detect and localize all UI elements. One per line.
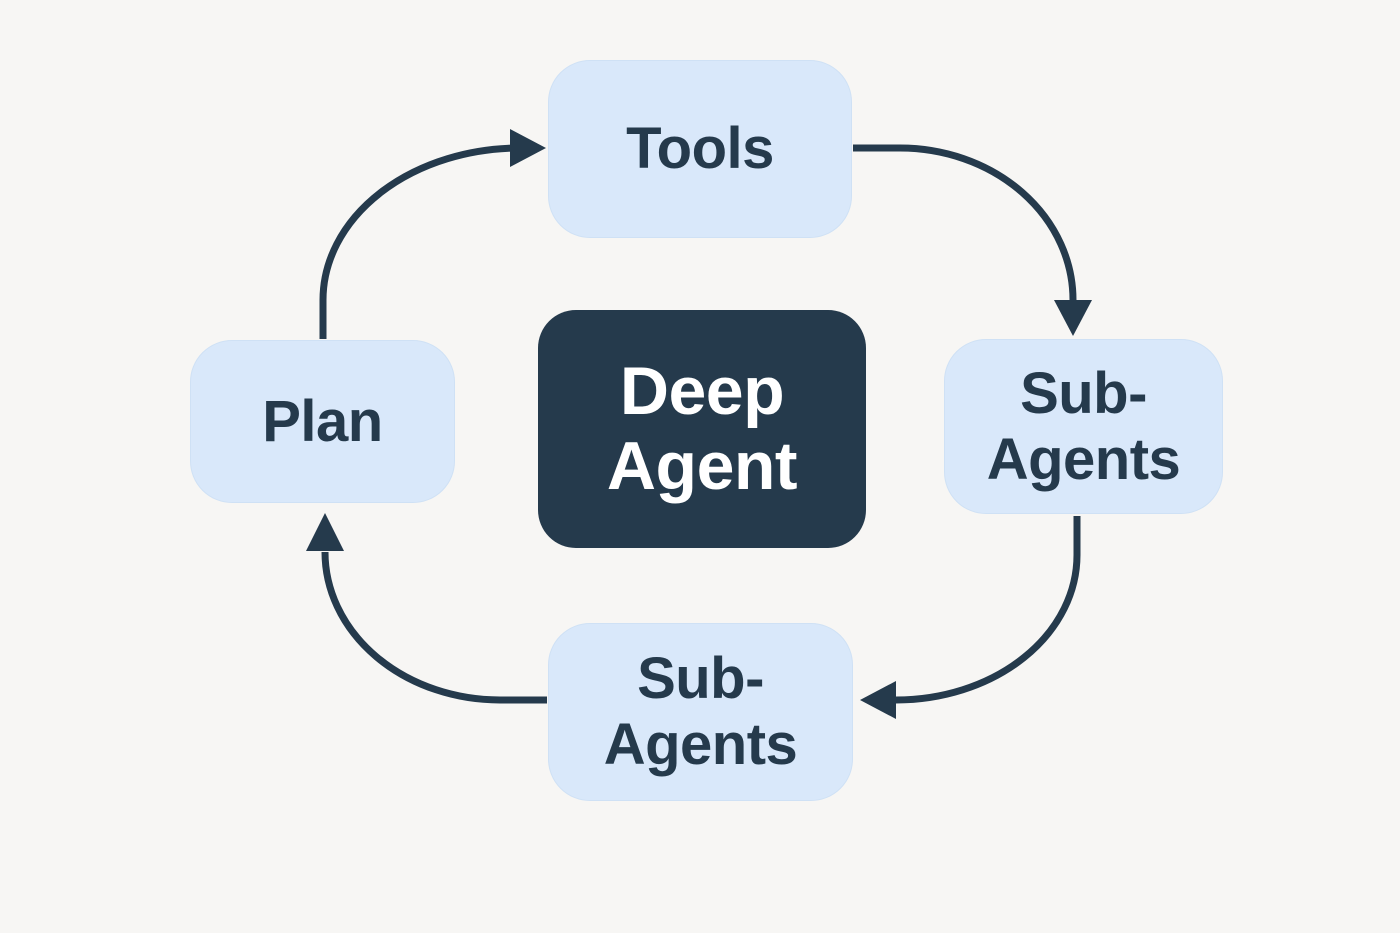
arrowhead-left-icon	[860, 681, 896, 719]
node-sub-agents-bottom: Sub- Agents	[548, 623, 853, 801]
node-deep-agent: Deep Agent	[538, 310, 866, 548]
arrow-plan-to-tools	[319, 129, 546, 339]
node-tools-label: Tools	[626, 116, 774, 182]
arrowhead-right-icon	[510, 129, 546, 167]
node-deep-agent-label: Deep Agent	[606, 353, 798, 504]
arrowhead-up-icon	[306, 513, 344, 551]
node-sub-agents-right: Sub- Agents	[944, 339, 1223, 514]
arrow-sub-agents-to-plan	[306, 513, 547, 704]
node-plan: Plan	[190, 340, 455, 503]
node-sub-agents-bottom-label: Sub- Agents	[603, 646, 798, 777]
arrow-sub-agents-to-sub-agents	[860, 516, 1081, 719]
node-tools: Tools	[548, 60, 852, 238]
node-plan-label: Plan	[262, 388, 383, 454]
arrow-tools-to-sub-agents	[853, 144, 1092, 336]
node-sub-agents-right-label: Sub- Agents	[986, 360, 1181, 492]
arrowhead-down-icon	[1054, 300, 1092, 336]
